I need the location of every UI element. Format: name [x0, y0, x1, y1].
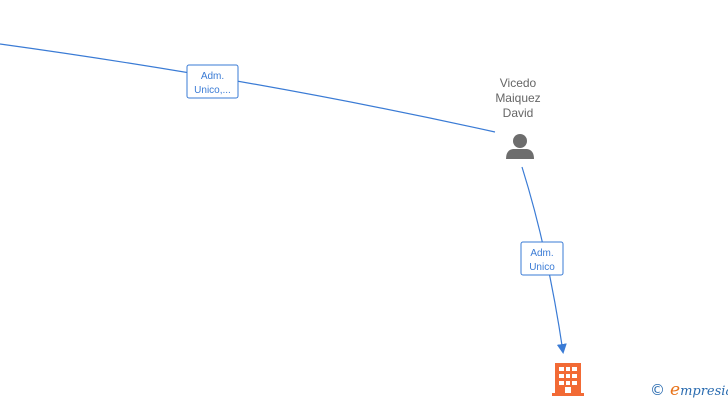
edge-label-2[interactable]: Adm. Unico [520, 241, 564, 276]
edge-label-1-line-2: Unico,... [194, 85, 231, 96]
person-node[interactable]: Vicedo Maiquez David [495, 76, 541, 159]
building-icon [552, 363, 584, 396]
person-name-line-2: Maiquez [495, 91, 540, 105]
edge-label-1[interactable]: Adm. Unico,... [186, 64, 239, 99]
person-name-line-1: Vicedo [500, 76, 537, 90]
copyright-symbol: © [650, 381, 665, 399]
brand-rest: mpresia [680, 384, 728, 399]
person-icon [506, 134, 534, 159]
edge-label-2-line-2: Unico [529, 262, 555, 273]
edge-line-1 [0, 43, 496, 133]
brand-initial: e [670, 380, 680, 400]
brand-text: empresia [670, 380, 728, 400]
company-node[interactable] [552, 363, 584, 396]
edge-label-2-line-1: Adm. [530, 248, 553, 259]
edge-label-1-line-1: Adm. [201, 71, 224, 82]
empresia-watermark: © empresia [650, 380, 728, 400]
person-name-line-3: David [503, 106, 534, 120]
